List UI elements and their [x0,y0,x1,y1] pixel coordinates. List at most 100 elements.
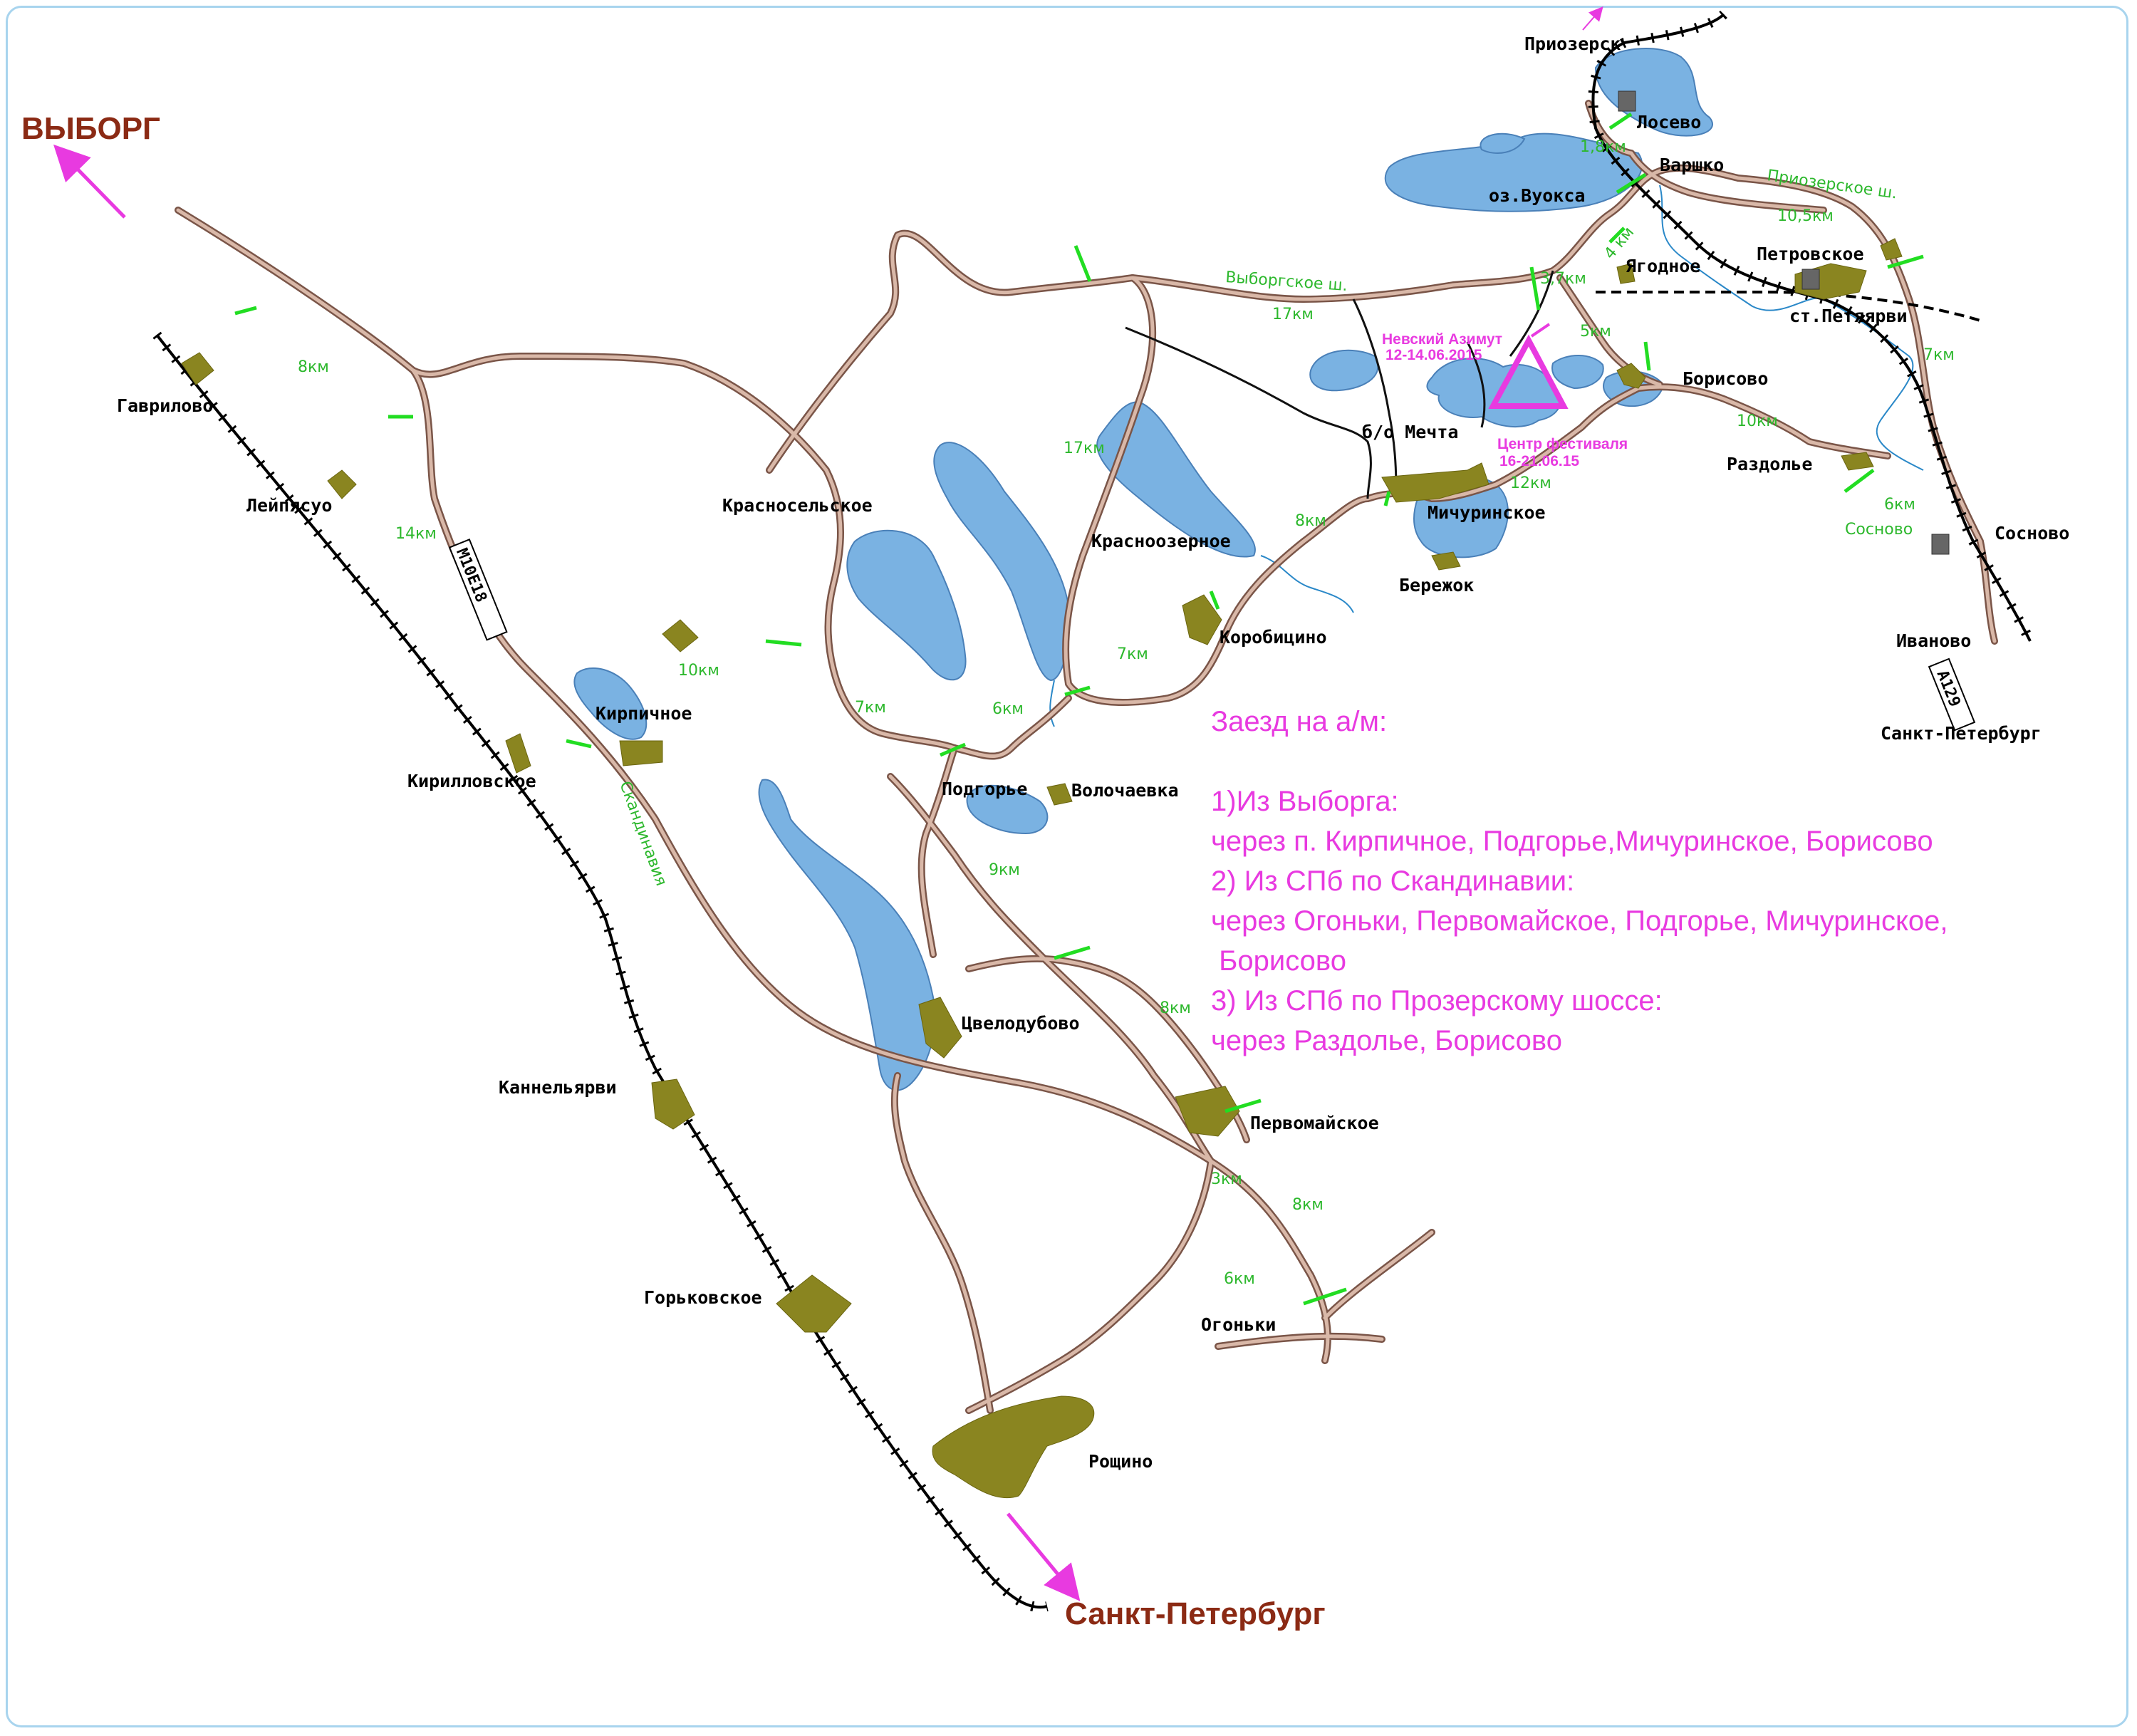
label-ivanovo: Иваново [1896,630,1971,651]
label-st-petyaryarvi: ст.Петяярви [1789,306,1908,326]
label-leipyasuo: Лейпясуо [246,495,332,516]
label-krasnoozernoe: Красноозерное [1091,531,1231,551]
settlement-yagodnoe [1616,263,1636,284]
festival-triangle-icon [1488,334,1569,409]
settlement-tsvelodubovo [918,997,962,1059]
distance-labels: 1,8км 4 км 3,7км 5км 10,5км 7км 10км 6км… [298,138,1955,1288]
settlement-gavrilovo [181,352,214,385]
instructions-line-1: 1)Из Выборга: [1211,786,1399,817]
camp-mechta-label: б/о Мечта [1362,422,1458,442]
distance-6-sosnovo: 6км [1884,496,1915,514]
lake-krasnoselskoe [846,529,967,681]
distance-7-right: 7км [1923,346,1955,364]
lake-central-north [933,442,1070,682]
instructions-title: Заезд на а/м: [1211,706,1388,737]
label-kannelyarvi: Каннельярви [499,1077,617,1098]
label-michurinskoe: Мичуринское [1428,502,1546,523]
distance-10-razdolye: 10км [1737,412,1778,430]
arrival-instructions: Заезд на а/м: 1)Из Выборга: через п. Кир… [1211,702,2109,1061]
label-sosnovo-station: Сосново [1845,521,1913,539]
distance-8-pervomaiskoe: 8км [1292,1196,1324,1214]
distance-10-5: 10,5км [1777,207,1834,225]
lake-podgorye [966,784,1049,835]
settlement-roschino [932,1395,1095,1499]
map-frame [6,6,2128,1727]
settlement-korobitsino [1182,594,1222,645]
distance-17-top: 17км [1272,306,1314,323]
settlement-labels: Приозерск Лосево Варшко Ягодное Петровск… [117,33,2069,1472]
lake-mechta-west [1309,349,1379,392]
distance-6-ogonki: 6км [1224,1270,1255,1288]
distance-12: 12км [1510,474,1551,492]
direction-spb-label: Санкт-Петербург [1065,1596,1326,1631]
label-gorkovskoe: Горьковское [644,1287,762,1308]
label-ogonki: Огоньки [1201,1314,1276,1335]
settlement-volochaevka [1046,783,1073,806]
direction-vyborg-label: ВЫБОРГ [21,111,160,146]
distance-markers [234,112,1924,1306]
label-petrovskoe: Петровское [1757,244,1864,264]
settlement-kannelyarvi [651,1078,695,1130]
nevsky-azimut-dates: 12-14.06.2015 [1385,347,1482,363]
distance-7-korobitsino: 7км [1117,645,1148,663]
railway-ties [152,10,2035,1613]
label-yagodnoe: Ягодное [1626,256,1700,276]
nevsky-azimut-title: Невский Азимут [1382,331,1502,348]
label-spb-right: Санкт-Петербург [1881,723,2042,744]
highway-m10-shield: М10Е18 [448,538,508,641]
label-korobitsino: Коробицино [1220,627,1327,648]
settlement-kirpichnoe [619,740,663,766]
distance-5: 5км [1580,323,1611,341]
distance-1-8: 1,8км [1580,138,1626,156]
distance-8-gavrilovo: 8км [298,358,329,376]
station-sosnovo-icon [1931,534,1950,555]
distance-14: 14км [395,525,437,543]
distance-8-michurinskoe: 8км [1295,512,1326,530]
settlement-petrovskoe-east [1880,238,1903,261]
lake-vuoksa-label: оз.Вуокса [1489,185,1585,206]
distance-17-mid: 17км [1064,440,1105,457]
instructions-line-4: через Огоньки, Первомайское, Подгорье, М… [1211,905,1948,937]
label-sosnovo: Сосново [1995,523,2069,544]
distance-6-volochaevka: 6км [992,700,1024,718]
label-varshko: Варшко [1660,155,1724,175]
settlements-layer [181,238,1903,1499]
settlement-borisovo [1616,363,1646,389]
settlement-michurinskoe [1381,462,1489,503]
local-roads [1125,270,1554,499]
distance-10-kirpichnoe: 10км [678,662,719,680]
instructions-spacer [1211,742,2109,781]
settlement-kirillovskoe [505,733,531,774]
railway-local [1596,291,1981,322]
label-borisovo: Борисово [1683,368,1768,389]
settlement-leipyasuo [327,469,357,499]
lake-mechta-cluster [1426,358,1561,428]
label-podgorye: Подгорье [942,779,1027,799]
instructions-line-6: 3) Из СПб по Прозерскому шоссе: [1211,985,1663,1017]
label-priozersk: Приозерск [1524,33,1621,54]
distance-9: 9км [989,861,1020,879]
station-losevo-icon [1618,90,1636,112]
label-tsvelodubovo: Цвелодубово [962,1013,1080,1034]
lake-vuoksa-north [1480,132,1526,154]
river-volochaevka [1049,680,1055,727]
settlement-pervomaiskoe [1175,1086,1240,1137]
label-volochaevka: Волочаевка [1071,780,1179,801]
station-icons [1618,90,1950,555]
label-roschino: Рощино [1088,1451,1153,1472]
instructions-line-2: через п. Кирпичное, Подгорье,Мичуринское… [1211,826,1933,857]
settlement-berezhok [1431,551,1461,571]
label-razdolye: Раздолье [1727,454,1812,474]
lakes-layer [573,48,1713,1091]
label-berezhok: Бережок [1399,575,1474,596]
label-kirillovskoe: Кирилловское [407,771,536,791]
distance-8-tsvelodubovo: 8км [1160,999,1191,1017]
label-losevo: Лосево [1637,112,1701,132]
instructions-line-5: Борисово [1211,945,1346,977]
settlement-gorkovskoe [776,1274,852,1333]
settlement-razdolye [1841,452,1874,471]
lake-borisovo [1551,355,1604,390]
festival-center-title: Центр фестиваля [1497,436,1628,452]
festival-pointer [1530,323,1551,338]
